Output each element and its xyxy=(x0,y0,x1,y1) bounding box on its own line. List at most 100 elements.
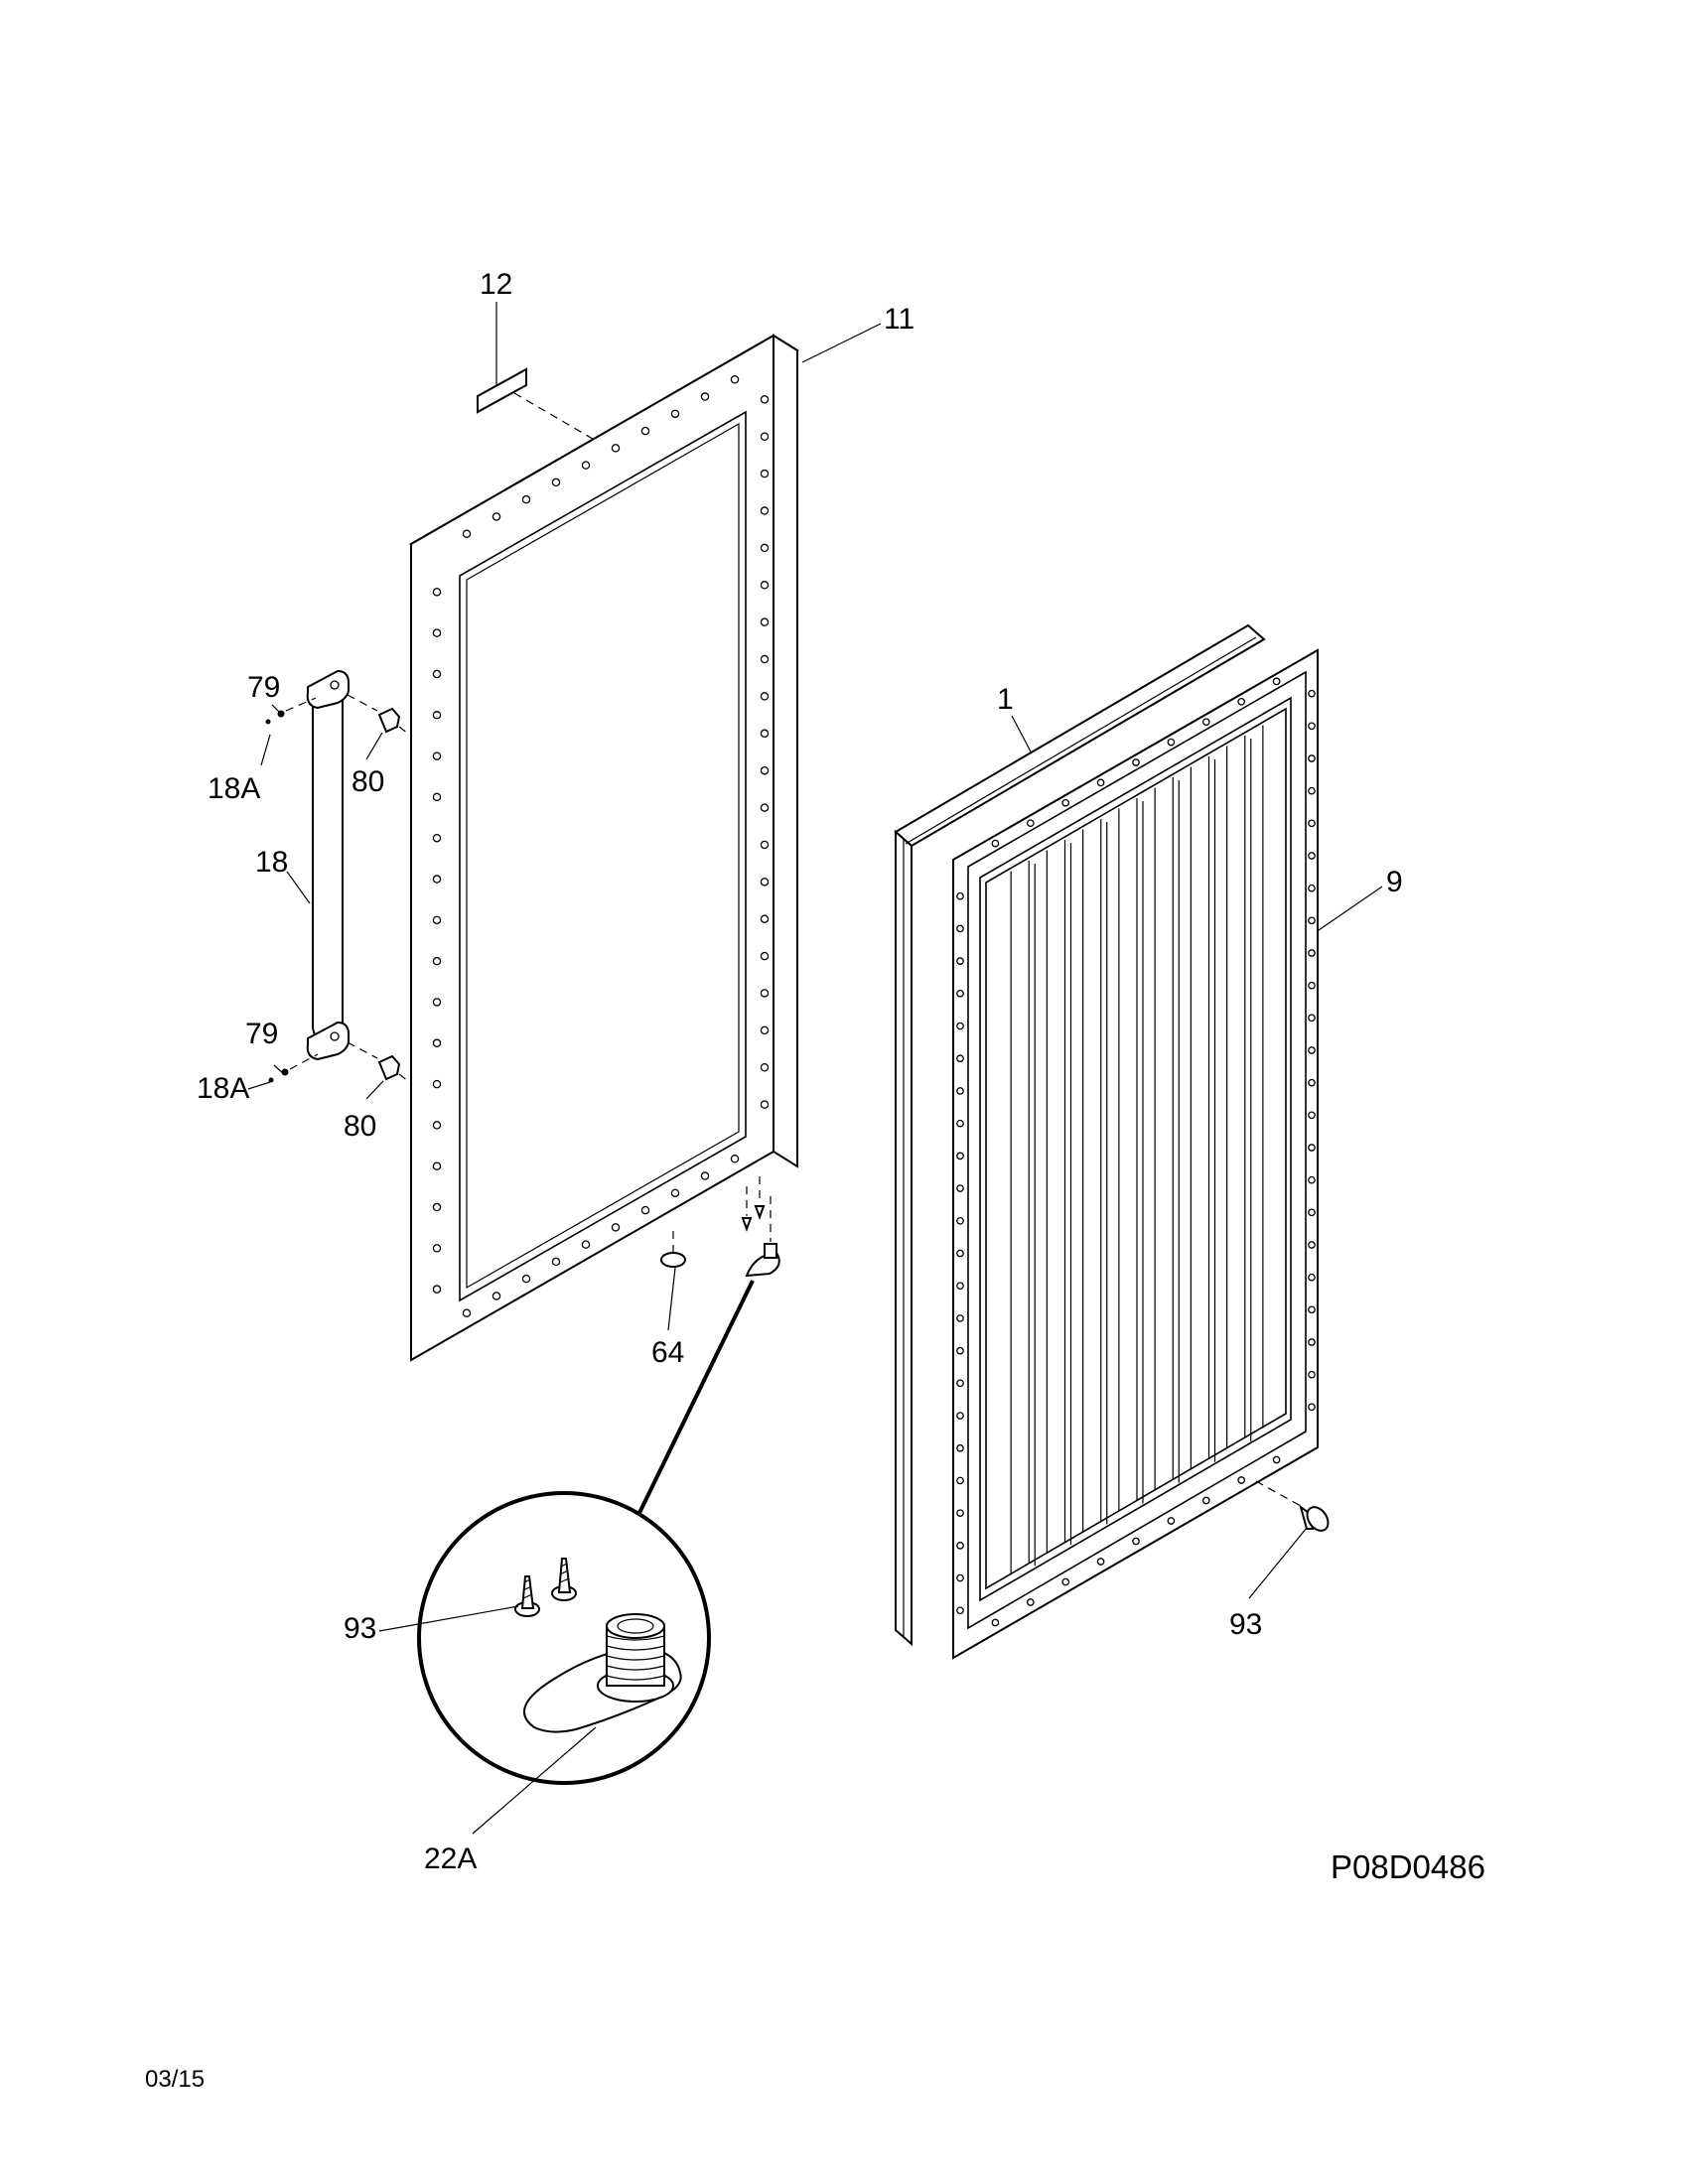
mounting-hole xyxy=(1308,754,1316,762)
mounting-hole xyxy=(1308,1144,1316,1152)
mounting-hole xyxy=(1308,1208,1316,1217)
mounting-hole xyxy=(1272,677,1281,686)
mounting-hole xyxy=(1308,1241,1316,1249)
mounting-hole xyxy=(1308,1046,1316,1054)
mounting-hole xyxy=(432,711,442,720)
mounting-hole xyxy=(760,1025,770,1035)
mounting-hole xyxy=(956,1606,964,1615)
mounting-hole xyxy=(956,1022,964,1030)
callout-64: 64 xyxy=(651,1336,684,1369)
callout-18a-top: 18A xyxy=(208,772,260,805)
mounting-hole xyxy=(432,1161,442,1170)
mounting-hole xyxy=(432,792,442,802)
mounting-hole xyxy=(1308,1014,1316,1023)
mounting-hole xyxy=(611,1223,621,1232)
mounting-hole xyxy=(956,1476,964,1485)
mounting-hole xyxy=(956,1282,964,1291)
mounting-hole xyxy=(432,1285,442,1294)
mounting-hole xyxy=(1167,1517,1176,1525)
mounting-hole xyxy=(1308,949,1316,957)
door-handle xyxy=(306,669,350,1061)
mounting-hole xyxy=(492,512,501,521)
mounting-hole xyxy=(1308,1338,1316,1346)
mounting-hole xyxy=(956,957,964,965)
mounting-hole xyxy=(760,692,770,701)
mounting-hole xyxy=(462,529,472,538)
mounting-hole xyxy=(1308,689,1316,698)
mounting-hole xyxy=(760,989,770,998)
mounting-hole xyxy=(760,729,770,739)
mounting-hole xyxy=(760,1062,770,1072)
mounting-hole xyxy=(1201,1496,1210,1505)
mounting-hole xyxy=(1308,1403,1316,1412)
mounting-hole xyxy=(760,617,770,626)
callout-11: 11 xyxy=(884,303,914,336)
mounting-hole xyxy=(730,1155,740,1163)
mounting-hole xyxy=(432,1079,442,1089)
mounting-hole xyxy=(956,1573,964,1582)
mounting-hole xyxy=(956,924,964,933)
mounting-hole xyxy=(1308,852,1316,860)
mounting-hole xyxy=(760,469,770,478)
mounting-hole xyxy=(760,914,770,923)
mounting-hole xyxy=(956,1152,964,1160)
callout-79-top: 79 xyxy=(247,671,280,704)
mounting-hole xyxy=(521,1274,531,1284)
mounting-hole xyxy=(1272,1455,1281,1464)
mounting-hole xyxy=(432,751,442,760)
mounting-hole xyxy=(760,432,770,442)
mounting-hole xyxy=(956,1509,964,1518)
mounting-hole xyxy=(1308,1370,1316,1379)
gasket-holes xyxy=(956,677,1316,1627)
mounting-hole xyxy=(956,1119,964,1128)
mounting-hole xyxy=(1308,786,1316,795)
callout-18a-bottom: 18A xyxy=(197,1072,249,1105)
mounting-hole xyxy=(730,375,740,384)
diagram-code: P08D0486 xyxy=(1331,1848,1485,1885)
mounting-hole xyxy=(670,1188,680,1198)
mounting-hole xyxy=(956,1412,964,1420)
mounting-hole xyxy=(760,1100,770,1109)
mounting-hole xyxy=(760,951,770,961)
callout-79-bottom: 79 xyxy=(245,1018,278,1050)
mounting-hole xyxy=(956,989,964,998)
mounting-hole xyxy=(956,1054,964,1063)
mounting-hole xyxy=(956,1379,964,1388)
mounting-hole xyxy=(1061,1577,1070,1586)
mounting-hole xyxy=(956,891,964,900)
mounting-hole xyxy=(1237,1476,1246,1484)
screw-detail-2 xyxy=(551,1558,577,1601)
mounting-hole xyxy=(1308,1273,1316,1282)
mounting-hole xyxy=(670,409,680,419)
callout-18: 18 xyxy=(255,846,288,879)
mounting-hole xyxy=(432,628,442,637)
mounting-hole xyxy=(700,392,710,401)
mounting-hole xyxy=(760,506,770,515)
mounting-hole xyxy=(1308,1111,1316,1120)
callout-80-top: 80 xyxy=(352,765,384,798)
mounting-hole xyxy=(581,1240,591,1249)
mounting-hole xyxy=(462,1308,472,1317)
mounting-hole xyxy=(1201,718,1210,727)
mounting-hole xyxy=(432,998,442,1007)
mounting-hole xyxy=(1026,819,1035,828)
mounting-hole xyxy=(1308,1305,1316,1314)
mounting-hole xyxy=(760,840,770,850)
mounting-hole xyxy=(432,1202,442,1212)
detail-magnifier xyxy=(417,1280,755,1785)
revision-date: 03/15 xyxy=(145,2066,205,2093)
mounting-hole xyxy=(1308,916,1316,925)
mounting-hole xyxy=(1132,1537,1140,1546)
mounting-hole xyxy=(640,426,650,436)
liner-ribs xyxy=(1010,725,1264,1573)
handle-fasteners-top xyxy=(265,694,413,738)
mounting-hole xyxy=(760,581,770,590)
callout-12: 12 xyxy=(480,268,512,301)
mounting-hole xyxy=(492,1292,501,1300)
mounting-hole xyxy=(956,1346,964,1355)
label-sticker xyxy=(477,367,599,443)
mounting-hole xyxy=(551,1257,561,1267)
screw-93-right xyxy=(1255,1480,1330,1532)
mounting-hole xyxy=(956,1314,964,1322)
screw-detail-1 xyxy=(514,1575,540,1617)
